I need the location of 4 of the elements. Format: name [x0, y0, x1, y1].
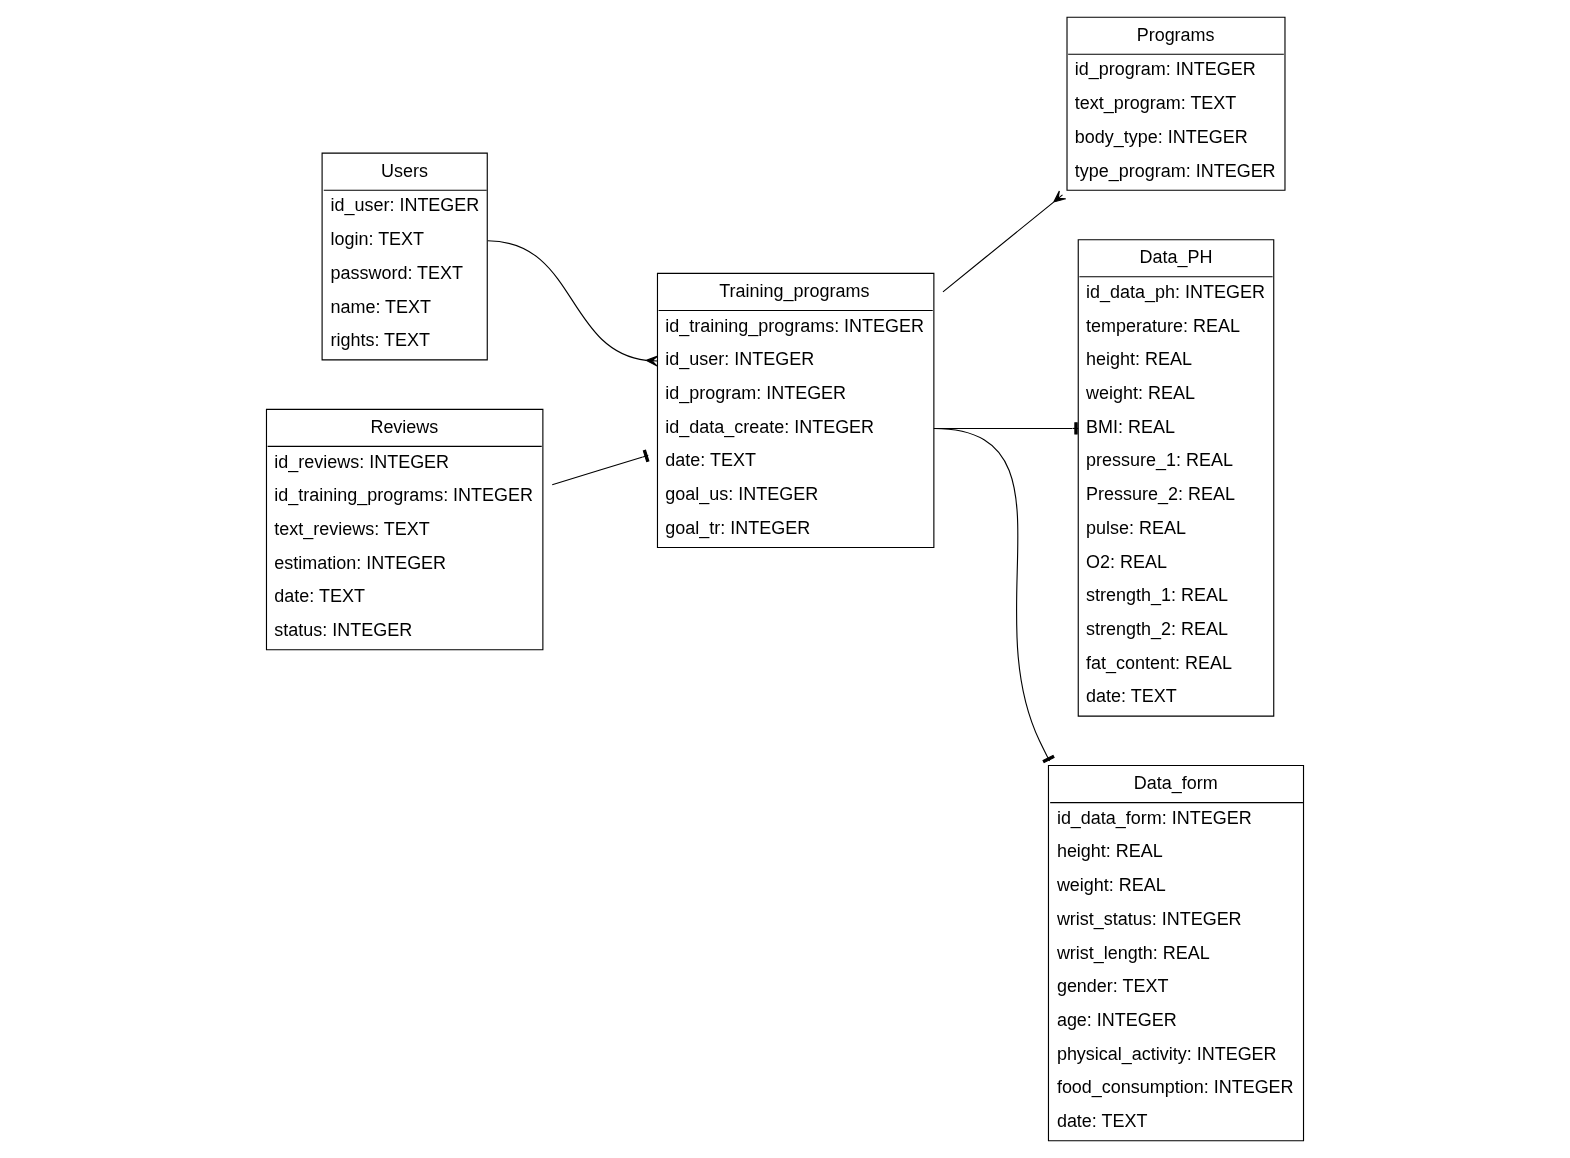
- connector: [551, 449, 650, 486]
- connector: [933, 427, 1055, 764]
- connector: [942, 190, 1067, 293]
- connector: [487, 240, 659, 367]
